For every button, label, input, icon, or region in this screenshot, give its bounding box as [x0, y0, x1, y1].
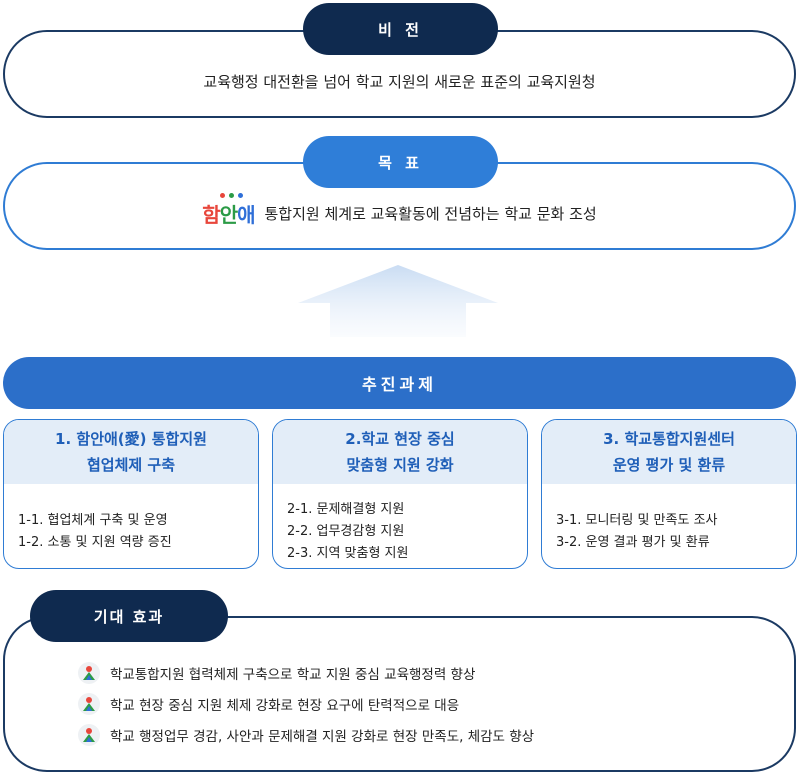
task-card-3: 3. 학교통합지원센터 운영 평가 및 환류 3-1. 모니터링 및 만족도 조… [541, 419, 797, 569]
effect-item-3: 학교 행정업무 경감, 사안과 문제해결 지원 강화로 현장 만족도, 체감도 … [78, 724, 534, 746]
vision-tab: 비 전 [303, 3, 498, 55]
list-item: 2-3. 지역 맞춤형 지원 [287, 546, 409, 561]
task-card-3-title: 3. 학교통합지원센터 운영 평가 및 환류 [542, 420, 796, 484]
list-item: 2-2. 업무경감형 지원 [287, 524, 405, 539]
effects-box [3, 616, 796, 772]
goal-content: 함안애 통합지원 체계로 교육활동에 전념하는 학교 문화 조성 [202, 192, 597, 228]
task-card-2-items: 2-1. 문제해결형 지원 2-2. 업무경감형 지원 2-3. 지역 맞춤형 … [273, 484, 527, 568]
list-item: 1-1. 협업체계 구축 및 운영 [18, 513, 168, 528]
goal-text: 통합지원 체계로 교육활동에 전념하는 학교 문화 조성 [264, 204, 597, 223]
task-card-1-title: 1. 함안애(愛) 통합지원 협업체제 구축 [4, 420, 258, 484]
effect-item-1: 학교통합지원 협력체제 구축으로 학교 지원 중심 교육행정력 향상 [78, 662, 475, 684]
task-card-2: 2.학교 현장 중심 맞춤형 지원 강화 2-1. 문제해결형 지원 2-2. … [272, 419, 528, 569]
list-item: 3-2. 운영 결과 평가 및 환류 [556, 535, 710, 550]
list-item: 2-1. 문제해결형 지원 [287, 502, 405, 517]
person-icon [78, 662, 100, 684]
person-icon [78, 724, 100, 746]
task-card-3-items: 3-1. 모니터링 및 만족도 조사 3-2. 운영 결과 평가 및 환류 [542, 484, 796, 568]
goal-tab: 목 표 [303, 136, 498, 188]
up-arrow-icon [298, 265, 498, 337]
task-card-2-title: 2.학교 현장 중심 맞춤형 지원 강화 [273, 420, 527, 484]
person-icon [78, 693, 100, 715]
hamanae-logo: 함안애 [202, 192, 256, 228]
effects-tab: 기대 효과 [30, 590, 228, 642]
tasks-banner: 추진과제 [3, 357, 796, 409]
goal-box: 함안애 통합지원 체계로 교육활동에 전념하는 학교 문화 조성 [3, 162, 796, 250]
list-item: 1-2. 소통 및 지원 역량 증진 [18, 535, 172, 550]
list-item: 3-1. 모니터링 및 만족도 조사 [556, 513, 718, 528]
task-card-1: 1. 함안애(愛) 통합지원 협업체제 구축 1-1. 협업체계 구축 및 운영… [3, 419, 259, 569]
logo-dots-icon [220, 192, 244, 198]
effect-item-2: 학교 현장 중심 지원 체제 강화로 현장 요구에 탄력적으로 대응 [78, 693, 459, 715]
vision-text: 교육행정 대전환을 넘어 학교 지원의 새로운 표준의 교육지원청 [203, 72, 596, 91]
task-card-1-items: 1-1. 협업체계 구축 및 운영 1-2. 소통 및 지원 역량 증진 [4, 484, 258, 568]
